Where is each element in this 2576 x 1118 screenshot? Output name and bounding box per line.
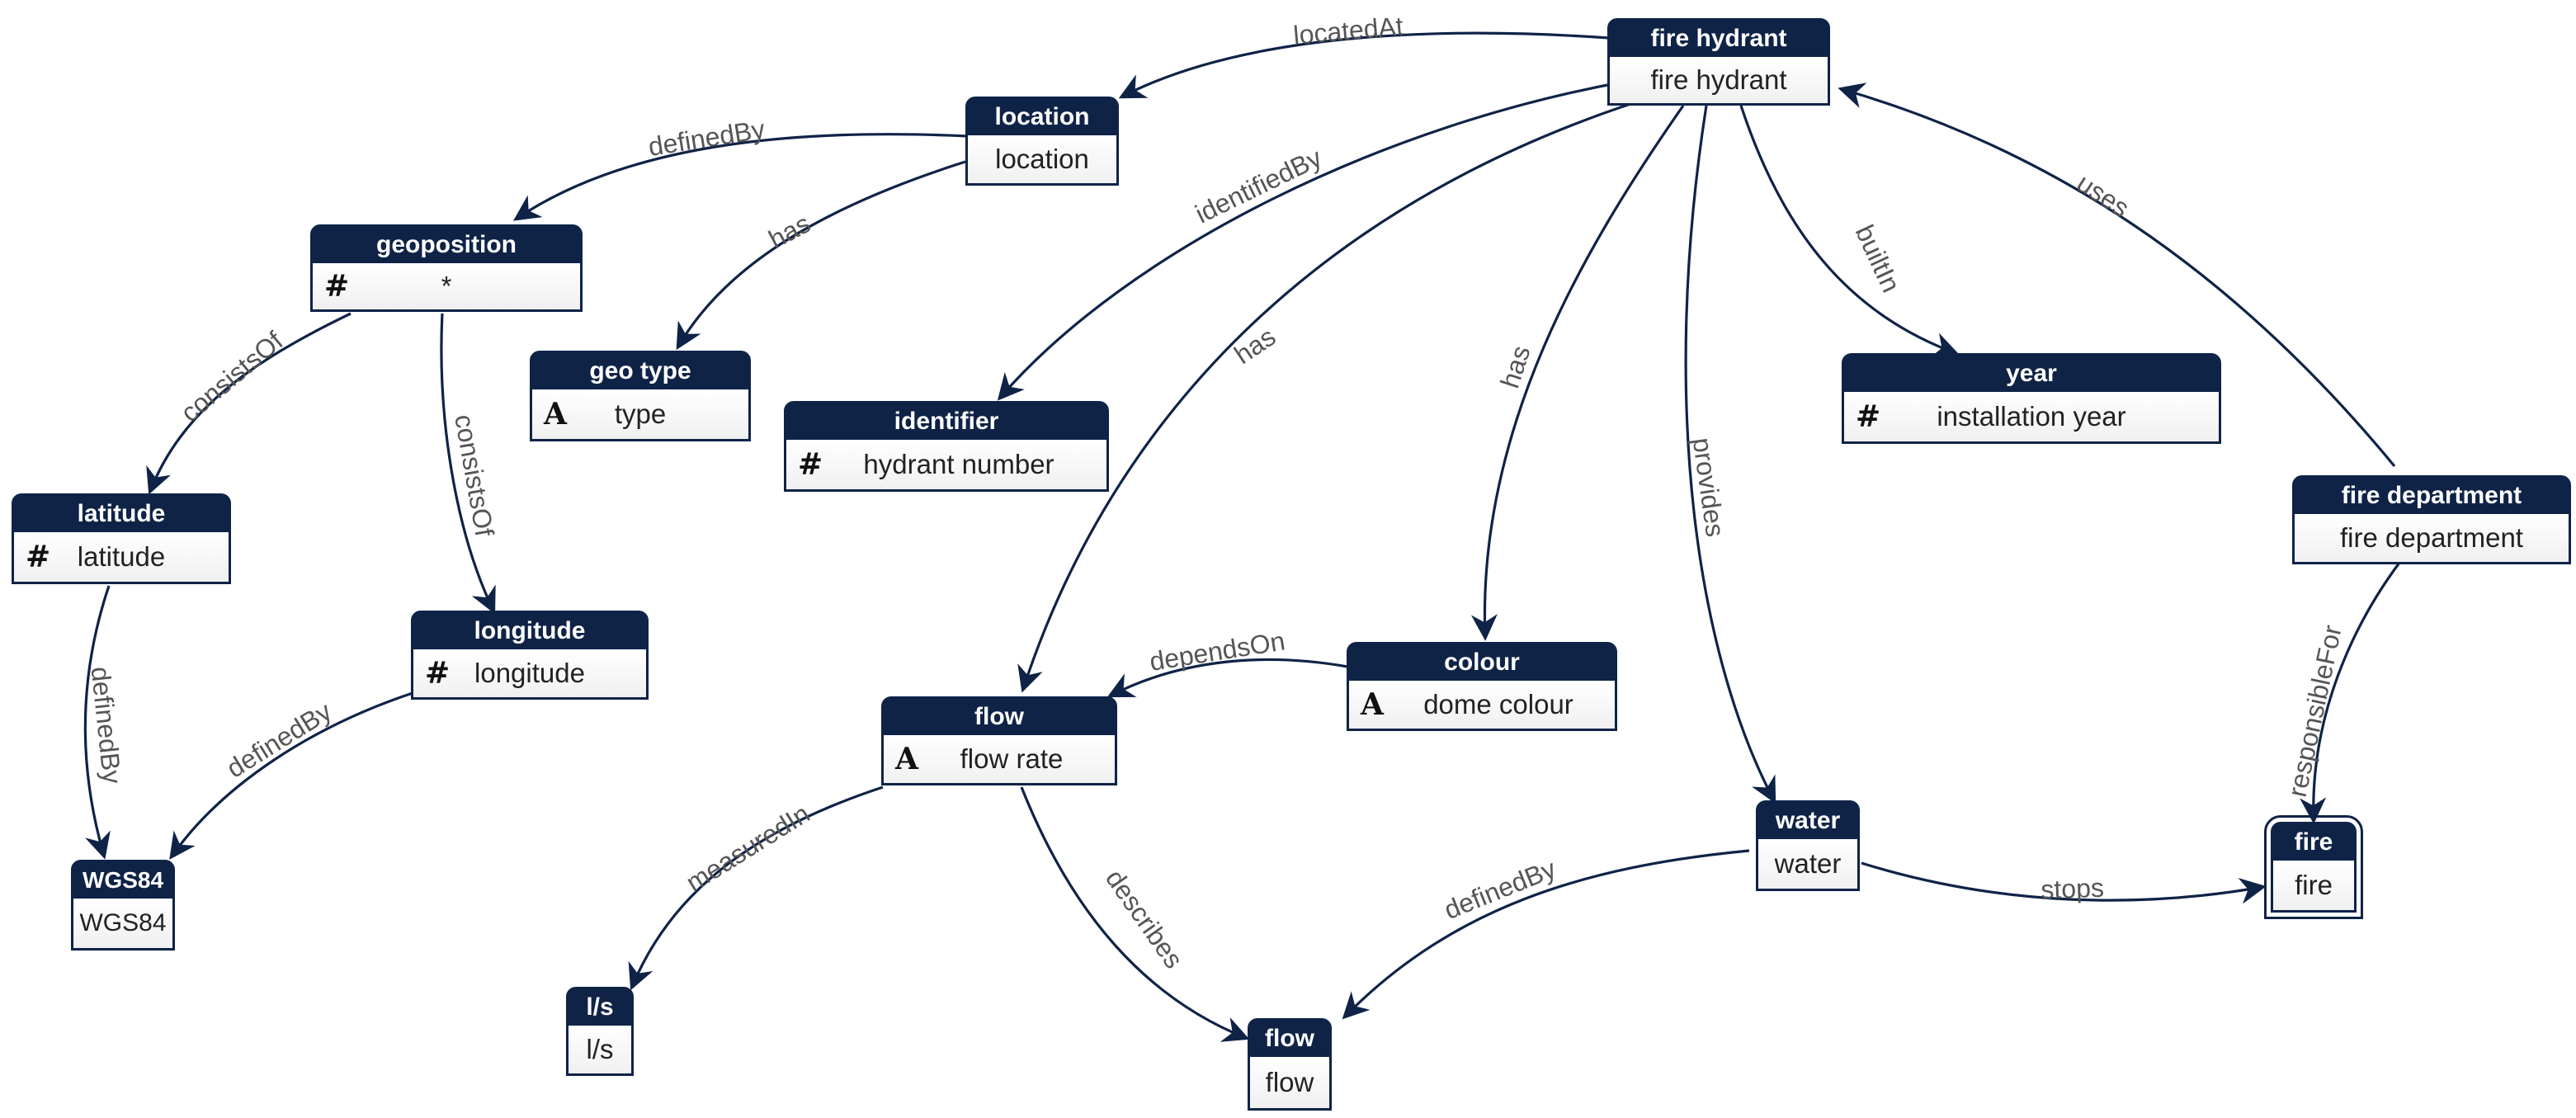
edge-label-consistsOf-lat: consistsOf	[175, 326, 289, 428]
edge-has-location-geotype[interactable]: has	[676, 160, 966, 351]
node-geoposition[interactable]: geoposition # *	[310, 224, 583, 312]
node-value: flow rate	[960, 743, 1064, 774]
node-title: fire	[2273, 824, 2354, 861]
node-geo-type[interactable]: geo type A type	[530, 351, 751, 441]
node-title: geo type	[532, 353, 748, 389]
edge-locatedAt[interactable]: locatedAt	[1118, 11, 1610, 99]
edge-consistsOf-latitude[interactable]: consistsOf	[146, 312, 351, 495]
edge-label-provides: provides	[1687, 436, 1730, 539]
edge-has-hydrant-colour[interactable]: has	[1470, 105, 1685, 641]
edge-label-uses: uses	[2072, 167, 2135, 223]
node-value: dome colour	[1423, 689, 1573, 719]
node-wgs84[interactable]: WGS84 WGS84	[71, 860, 175, 951]
node-title: year	[1844, 356, 2219, 392]
edge-stops[interactable]: stops	[1861, 861, 2267, 905]
edge-label-dependsOn: dependsOn	[1148, 625, 1287, 676]
node-fire[interactable]: fire fire	[2264, 815, 2363, 919]
node-title: colour	[1349, 644, 1615, 681]
node-water[interactable]: water water	[1756, 800, 1860, 891]
node-title: fire department	[2295, 478, 2569, 514]
edge-label-consistsOf-lon: consistsOf	[449, 412, 499, 538]
node-title: geoposition	[313, 227, 580, 263]
node-value: longitude	[474, 658, 585, 688]
edge-label-definedBy-lat: definedBy	[86, 665, 128, 785]
number-type-icon: #	[798, 447, 823, 482]
edge-has-hydrant-flow[interactable]: has	[1017, 101, 1636, 693]
edge-definedBy-location-geoposition[interactable]: definedBy	[513, 114, 968, 221]
edge-responsibleFor[interactable]: responsibleFor	[2282, 562, 2401, 824]
node-value: fire hydrant	[1610, 57, 1828, 103]
text-type-icon: A	[895, 742, 918, 776]
node-flow-unit[interactable]: flow flow	[1248, 1018, 1332, 1111]
number-type-icon: #	[1856, 399, 1881, 434]
edge-label-responsibleFor: responsibleFor	[2282, 622, 2347, 800]
edge-definedBy-longitude[interactable]: definedBy	[169, 691, 413, 860]
node-flow[interactable]: flow A flow rate	[881, 696, 1117, 785]
node-identifier[interactable]: identifier # hydrant number	[784, 401, 1109, 492]
node-fire-hydrant[interactable]: fire hydrant fire hydrant	[1607, 18, 1830, 106]
node-value: WGS84	[73, 899, 172, 948]
node-title: fire hydrant	[1610, 21, 1828, 57]
text-type-icon: A	[544, 397, 567, 432]
edge-builtIn[interactable]: builtIn	[1739, 105, 1960, 358]
node-value: *	[441, 271, 452, 301]
edge-label-has-flow: has	[1229, 322, 1281, 370]
node-title: water	[1758, 803, 1857, 839]
edge-label-identifiedBy: identifiedBy	[1191, 143, 1326, 229]
node-ls[interactable]: l/s l/s	[566, 987, 634, 1076]
text-type-icon: A	[1361, 687, 1384, 722]
node-value: flow	[1250, 1057, 1329, 1108]
node-latitude[interactable]: latitude # latitude	[12, 493, 231, 584]
edge-label-definedBy: definedBy	[646, 114, 767, 162]
node-title: l/s	[569, 989, 631, 1026]
node-value: hydrant number	[863, 449, 1054, 479]
node-title: identifier	[786, 403, 1106, 440]
node-value: latitude	[77, 541, 166, 572]
node-fire-department[interactable]: fire department fire department	[2292, 475, 2571, 564]
edge-label-builtIn: builtIn	[1850, 220, 1907, 297]
edge-definedBy-water[interactable]: definedBy	[1342, 849, 1750, 1020]
number-type-icon: #	[324, 269, 350, 304]
edge-consistsOf-longitude[interactable]: consistsOf	[440, 313, 500, 615]
node-title: flow	[884, 699, 1115, 735]
node-title: WGS84	[73, 862, 172, 899]
edge-provides[interactable]: provides	[1684, 105, 1776, 804]
edge-label-measuredIn: measuredIn	[681, 799, 814, 898]
node-title: location	[968, 99, 1116, 135]
edge-describes[interactable]: describes	[1020, 786, 1250, 1042]
edge-measuredIn[interactable]: measuredIn	[628, 785, 884, 991]
node-value: water	[1758, 839, 1857, 889]
edge-label-definedBy-water: definedBy	[1440, 853, 1559, 925]
edge-label-definedBy-lon: definedBy	[221, 696, 337, 784]
node-location[interactable]: location location	[965, 97, 1119, 186]
node-value: location	[968, 135, 1116, 183]
node-year[interactable]: year # installation year	[1842, 353, 2221, 444]
edge-label-locatedAt: locatedAt	[1292, 11, 1404, 50]
number-type-icon: #	[425, 656, 451, 691]
edge-label-describes: describes	[1100, 864, 1189, 974]
node-value: l/s	[569, 1026, 631, 1073]
node-longitude[interactable]: longitude # longitude	[411, 611, 649, 700]
node-value: fire department	[2295, 514, 2569, 562]
node-title: latitude	[14, 496, 229, 532]
edge-label-stops: stops	[2041, 873, 2105, 905]
node-colour[interactable]: colour A dome colour	[1347, 642, 1617, 731]
node-value: type	[614, 399, 667, 429]
edge-label-has: has	[764, 208, 815, 254]
edge-dependsOn[interactable]: dependsOn	[1106, 625, 1348, 698]
node-title: flow	[1250, 1021, 1329, 1057]
number-type-icon: #	[26, 540, 51, 574]
node-value: fire	[2273, 861, 2354, 910]
edge-definedBy-latitude[interactable]: definedBy	[83, 585, 128, 860]
node-value: installation year	[1937, 401, 2126, 432]
node-title: longitude	[413, 613, 646, 649]
